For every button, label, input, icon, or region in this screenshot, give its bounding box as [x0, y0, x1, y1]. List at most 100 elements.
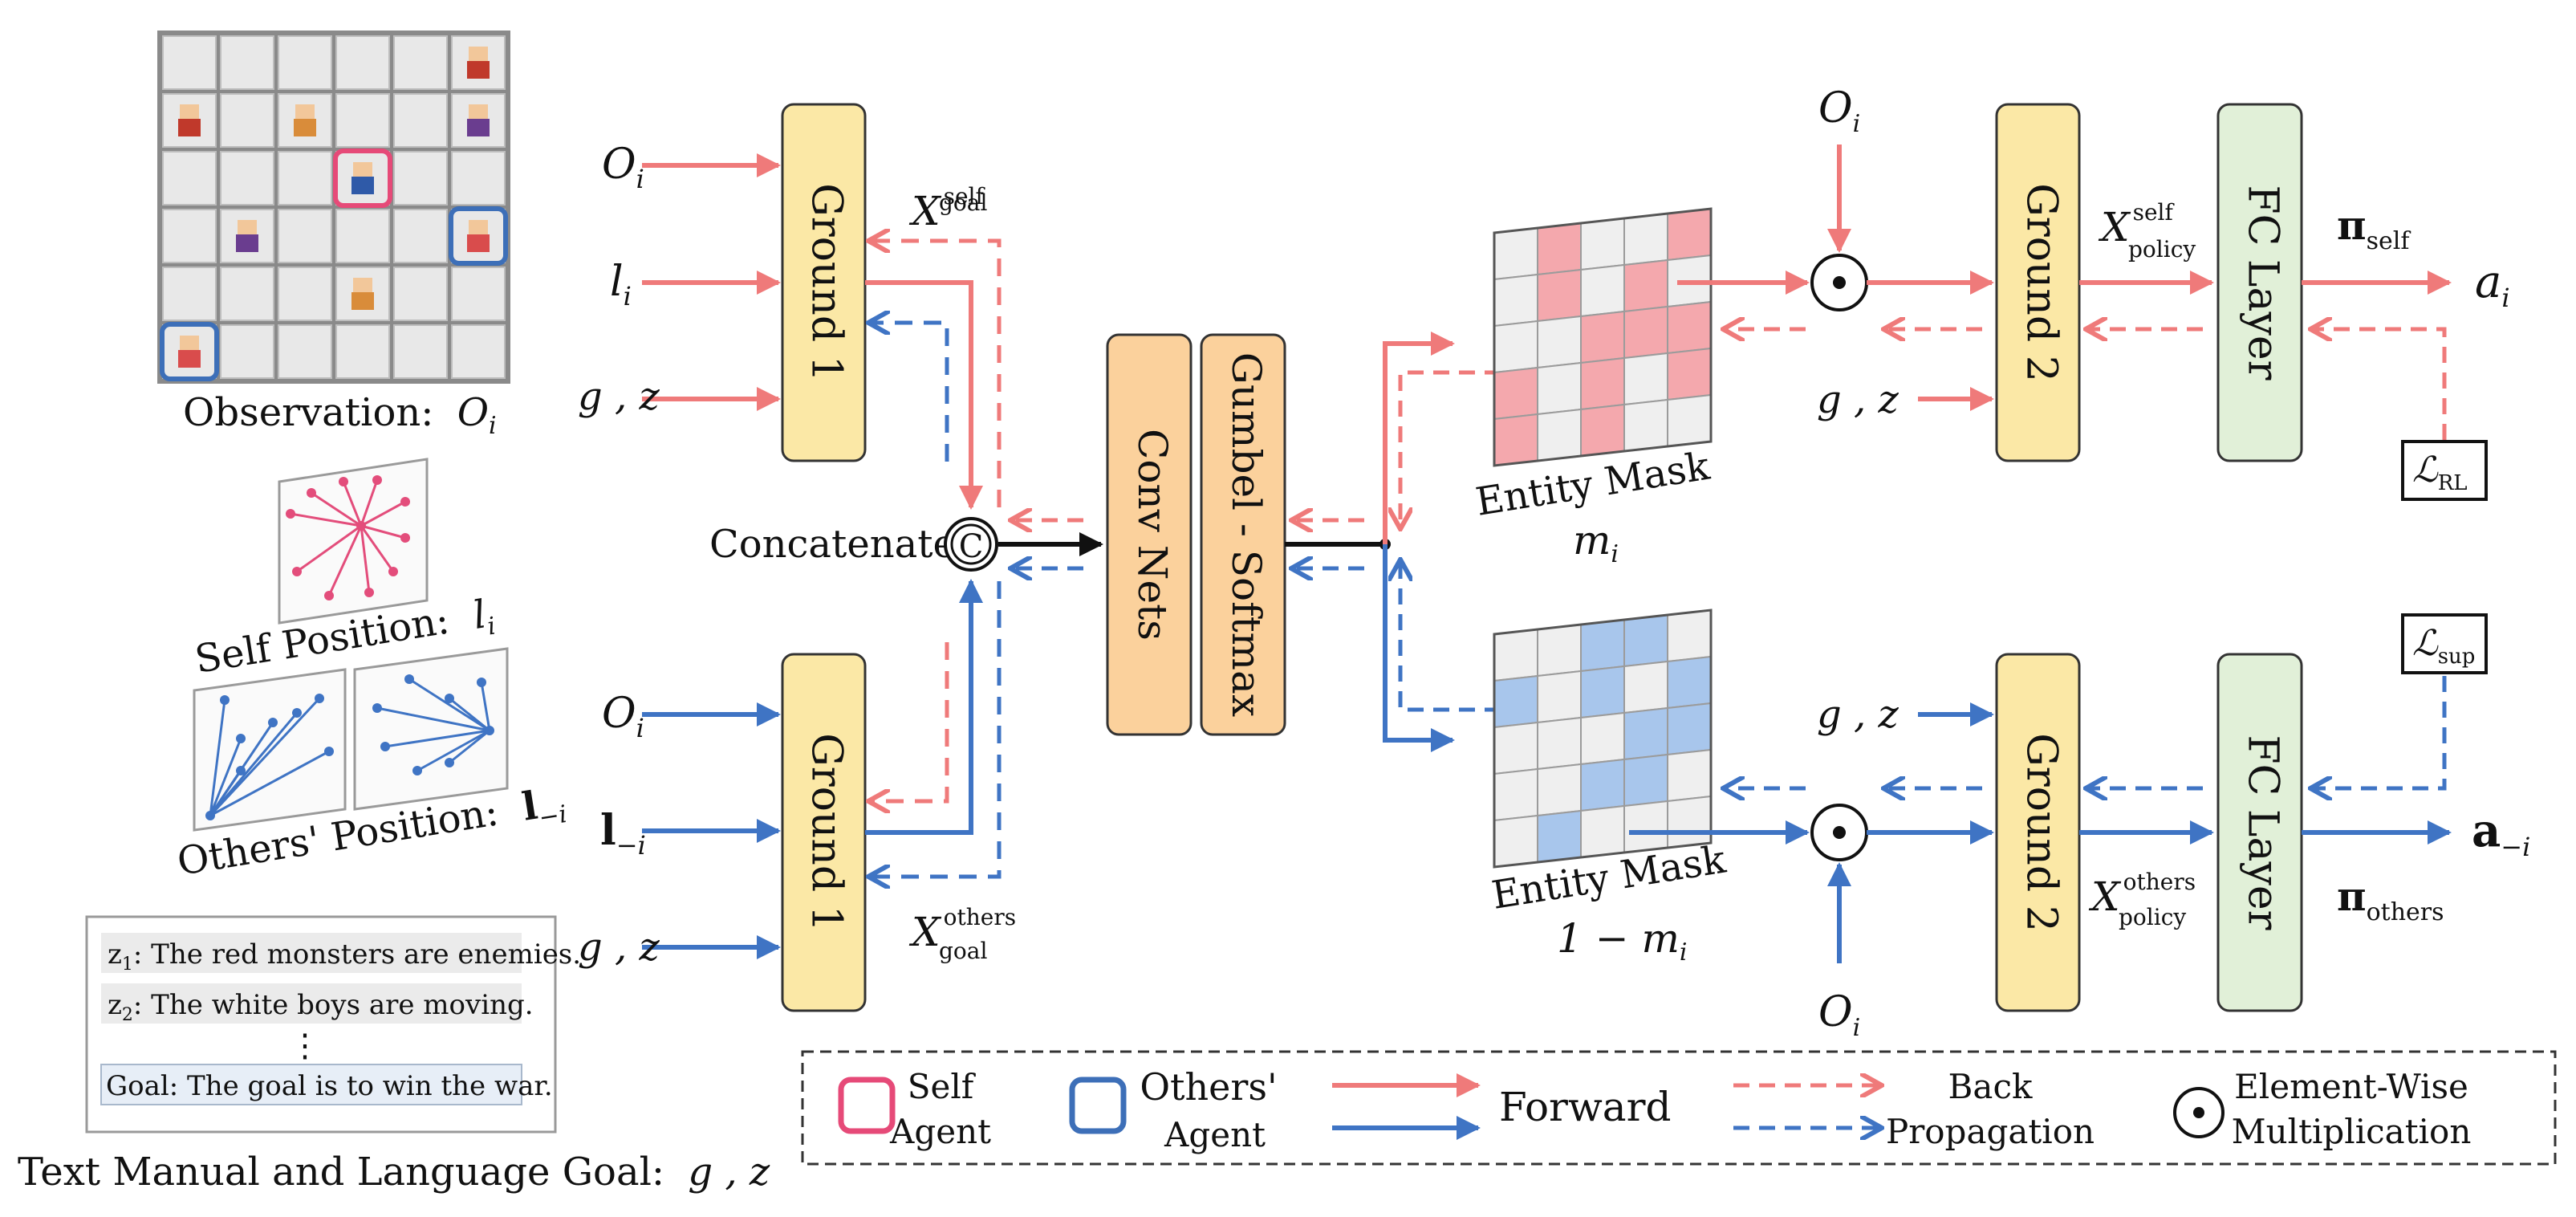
grid-cell	[393, 267, 448, 321]
others-position-edge	[384, 729, 490, 748]
mask-cell	[1580, 310, 1625, 364]
mask-cell	[1537, 268, 1582, 323]
mask-cell	[1493, 273, 1538, 328]
agent-highlight	[160, 322, 219, 381]
mask-cell	[1537, 361, 1582, 416]
agent-sprite-head	[353, 162, 372, 177]
input-bottom-gz: g , z	[578, 925, 660, 970]
mask-cell	[1493, 674, 1538, 729]
self-position-node	[286, 509, 295, 519]
svg-text:Conv Nets: Conv Nets	[1129, 429, 1176, 641]
legend-back-line1: Back	[1948, 1067, 2033, 1106]
self-position-node	[324, 591, 334, 600]
backprop-blue-ground1-bottom	[871, 581, 1002, 877]
agent-sprite-head	[180, 336, 199, 350]
agent-sprite-head	[353, 278, 372, 292]
backprop-blue-loss-sup	[2313, 676, 2447, 788]
self-position-edge	[290, 512, 362, 527]
others-position-edge	[209, 750, 330, 817]
x-policy-others-sub: policy	[2119, 904, 2186, 930]
self-position-center	[356, 521, 366, 531]
self-position-node	[388, 567, 398, 576]
others-position-panels	[193, 647, 509, 832]
others-position-edge	[480, 682, 491, 731]
manual-caption: Text Manual and Language Goal: g , z	[18, 1150, 770, 1195]
grid-cell	[220, 324, 274, 379]
legend-others-agent-line1: Others'	[1140, 1065, 1277, 1109]
agent-sprite-head	[180, 104, 199, 119]
backprop-red-ground1-bottom	[871, 642, 949, 801]
grid-cell	[335, 35, 390, 90]
mask-cell	[1623, 753, 1668, 808]
self-position-panel	[278, 458, 429, 625]
manual-goal: Goal: The goal is to win the war.	[106, 1070, 553, 1102]
legend: Self Agent Others' Agent Forward Back Pr…	[801, 1050, 2557, 1166]
ground1-top-to-concat-arrow	[865, 280, 983, 510]
others-position-node	[268, 718, 278, 727]
others-position-node	[220, 695, 230, 705]
others-position-node	[236, 734, 246, 743]
loss-rl-box: ℒRL	[2401, 440, 2488, 501]
x-goal-self-sub: goal	[939, 189, 987, 216]
agent-sprite-body	[467, 234, 490, 252]
self-position-node	[372, 475, 382, 485]
input-top-l: li	[610, 258, 632, 311]
mask-cell	[1580, 665, 1625, 719]
mask-cell	[1623, 660, 1668, 714]
others-position-edge	[209, 699, 226, 816]
self-position-node	[307, 488, 316, 498]
self-position-node	[400, 533, 410, 543]
mask-cell	[1623, 352, 1668, 406]
legend-self-agent-line2: Agent	[889, 1112, 991, 1151]
grid-cell	[162, 35, 217, 90]
grid-cell	[393, 151, 448, 206]
others-position-node	[315, 694, 324, 703]
grid-cell	[451, 324, 506, 379]
pi-others: πothers	[2337, 873, 2444, 926]
mask-cell	[1580, 758, 1625, 812]
svg-text:FC Layer: FC Layer	[2239, 185, 2287, 381]
manual-ellipsis: ⋮	[289, 1028, 321, 1064]
input-top-o: Oi	[602, 140, 644, 194]
x-goal-others-sub: goal	[939, 938, 987, 964]
legend-others-agent-line2: Agent	[1164, 1115, 1266, 1154]
agent-highlight	[449, 206, 508, 266]
junction-to-mask-bottom-arrow	[1383, 544, 1455, 752]
grid-cell	[393, 324, 448, 379]
legend-back-line2: Propagation	[1886, 1112, 2095, 1151]
entity-mask-bottom	[1493, 608, 1713, 869]
mask-cell	[1537, 716, 1582, 771]
others-position-hub	[485, 726, 494, 735]
mask-cell	[1493, 721, 1538, 775]
mask-cell	[1537, 809, 1582, 864]
others-position-node	[236, 766, 246, 775]
others-position-edge	[408, 678, 490, 732]
odot-top	[1810, 254, 1868, 311]
mask-cell	[1580, 403, 1625, 458]
o-bottom-label: Oi	[1818, 988, 1860, 1042]
mask-cell	[1667, 608, 1712, 663]
mask-cell	[1493, 320, 1538, 374]
others-position-edge	[209, 697, 321, 817]
concatenate-symbol: C	[944, 517, 998, 572]
mask-cell	[1493, 226, 1538, 281]
others-position-node	[380, 742, 390, 751]
manual-line-1: z1: The red monsters are enemies.	[108, 938, 581, 975]
mask-cell	[1580, 711, 1625, 766]
legend-others-agent-swatch	[1069, 1077, 1127, 1134]
grid-cell	[451, 267, 506, 321]
mask-cell	[1667, 702, 1712, 756]
mask-cell	[1667, 207, 1712, 262]
mask-cell	[1493, 767, 1538, 822]
mask-frame	[1493, 207, 1713, 467]
self-position-node	[400, 497, 410, 507]
input-top-gz: g , z	[578, 374, 660, 419]
mask-cell	[1667, 748, 1712, 803]
mask-cell	[1667, 393, 1712, 448]
entity-mask-bottom-var: 1 − mi	[1557, 915, 1688, 967]
